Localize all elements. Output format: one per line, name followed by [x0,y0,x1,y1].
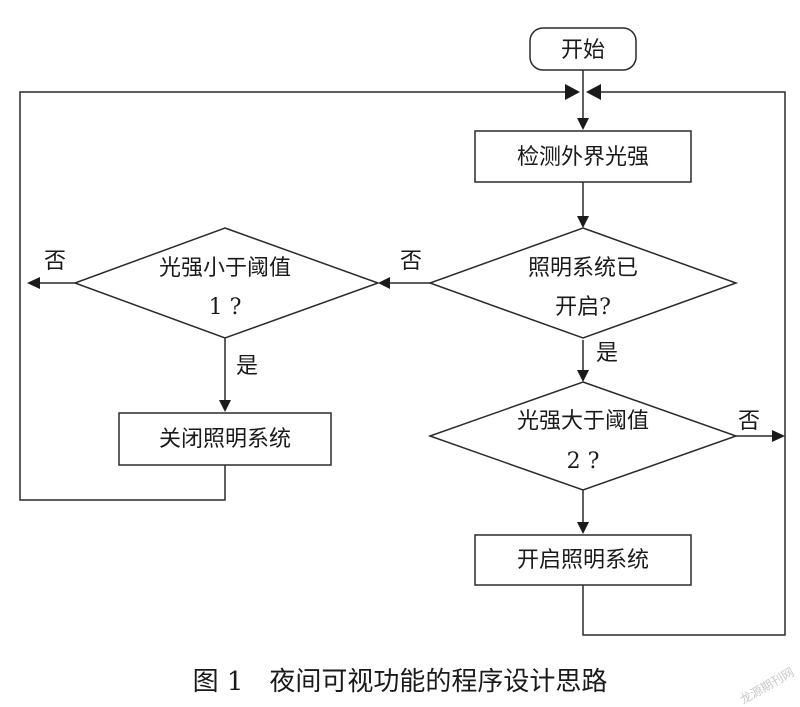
edge-label-below-no: 否 [44,249,66,274]
edge-loop-right [582,91,786,636]
above-threshold-label-line1: 光强大于阈值 [517,409,649,434]
arrowhead-turn-on [577,522,589,534]
below-threshold-label-line1: 光强小于阈值 [159,256,291,281]
turn-off-process [118,412,332,466]
detect-process [474,130,692,183]
lighting-on-decision [427,227,739,339]
lighting-on-label-line2: 开启? [555,295,611,320]
arrowhead-detect [577,118,589,130]
watermark: 龙源期刊网 [737,665,796,707]
below-threshold-decision [72,227,381,339]
above-threshold-label-line2: 2 ? [567,449,600,474]
detect-label: 检测外界光强 [517,145,649,170]
edge-label-lighting-on-yes: 是 [596,341,618,366]
arrowhead-loop-left [565,84,580,100]
arrowhead-below-no [27,277,40,289]
below-threshold-label-line2: 1 ? [209,295,242,320]
arrowhead-above-no [772,430,785,442]
lighting-on-label-line1: 照明系统已 [528,256,638,281]
turn-on-label: 开启照明系统 [517,548,649,573]
arrowhead-decision1-no [378,277,390,289]
arrowhead-decision1 [577,216,589,228]
edge-label-lighting-on-no: 否 [400,249,422,274]
arrowhead-decision3 [577,370,589,382]
above-threshold-decision [427,381,739,491]
edge-label-above-no: 否 [738,409,760,434]
edge-label-below-yes: 是 [236,354,258,379]
arrowhead-turn-off [219,400,231,412]
edge-loop-left [19,91,572,501]
turn-off-label: 关闭照明系统 [159,427,291,452]
arrowhead-loop-right [586,84,601,100]
figure-caption: 图 1 夜间可视功能的程序设计思路 [193,667,608,697]
start-terminal [529,27,637,71]
turn-on-process [474,534,692,586]
start-label: 开始 [561,38,605,63]
